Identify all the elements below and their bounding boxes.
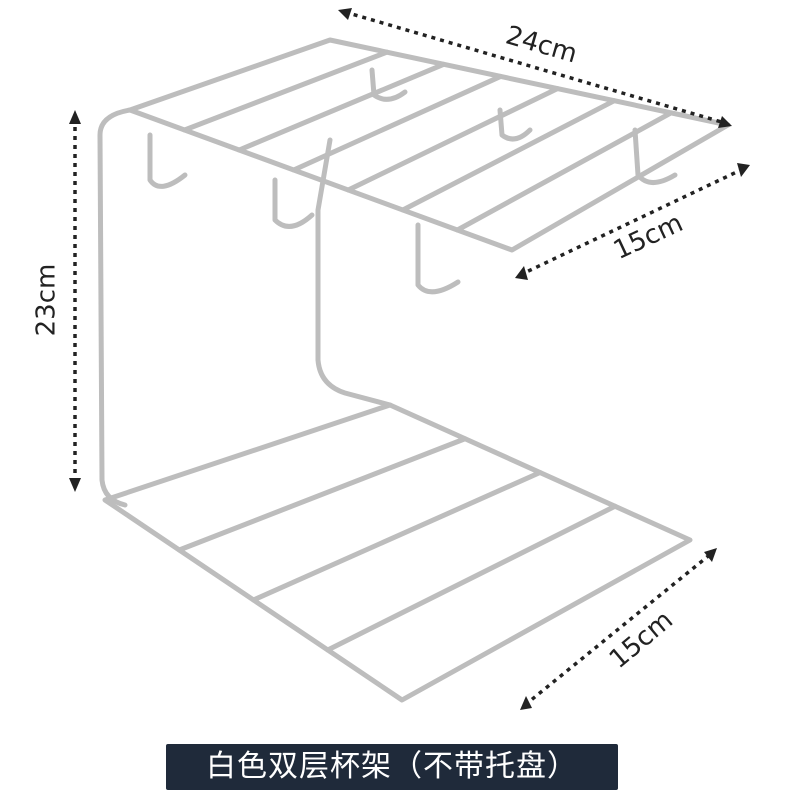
base-shelf-bars — [176, 436, 618, 653]
rack-wireframe — [97, 37, 731, 703]
hook — [272, 177, 315, 229]
shelf-bar — [345, 86, 560, 193]
hook — [415, 222, 461, 295]
shelf-bar — [182, 49, 390, 133]
dimension-arrows — [69, 8, 750, 710]
base-depth-dim-line — [523, 551, 714, 707]
hook — [147, 132, 188, 189]
base-frame — [102, 402, 693, 703]
hook — [369, 67, 408, 102]
caption-banner: 白色双层杯架（不带托盘） — [166, 744, 618, 790]
hook — [497, 107, 533, 142]
height-label: 23cm — [31, 263, 62, 337]
top-depth-dim-line — [519, 166, 746, 277]
shelf-bar — [400, 98, 617, 213]
top-shelf-bars — [182, 49, 674, 233]
hook — [632, 127, 678, 185]
back-upright — [315, 137, 393, 408]
dimension-lines — [73, 10, 746, 707]
width-dim-line — [344, 10, 726, 125]
shelf-bar — [251, 470, 543, 603]
shelf-bar — [236, 61, 447, 153]
shelf-bar — [176, 436, 468, 553]
shelf-bar — [325, 503, 618, 653]
left-upright — [97, 107, 133, 508]
